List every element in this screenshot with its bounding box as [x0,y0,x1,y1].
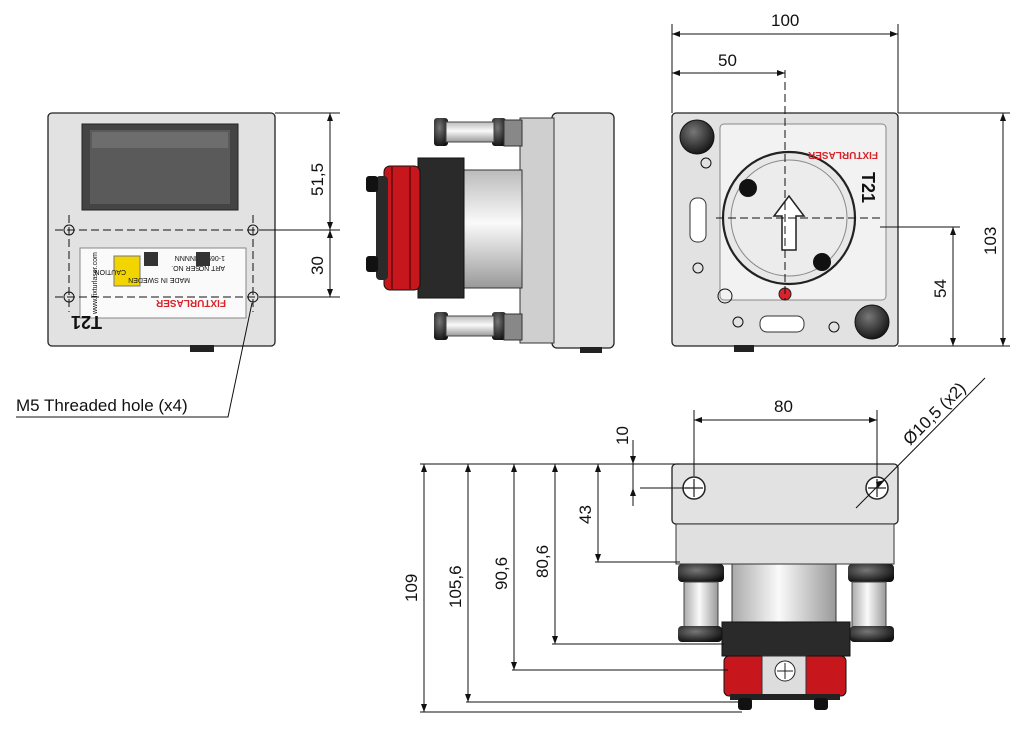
front-ser-label: SER NO. [171,264,200,271]
top-view: FIXTURLASER T21 100 50 103 54 [671,11,1010,352]
product-label [79,247,247,319]
bottom-view: 80 Ø10,5 (x2) 10 43 80,6 90,6 [402,377,986,713]
top-model-text: T21 [858,172,878,203]
dim-109: 109 [402,574,421,602]
dim-103: 103 [981,227,1000,255]
top-brand-text: FIXTURLASER [807,149,878,160]
dim-diameter: Ø10,5 (x2) [899,379,969,449]
dim-51-5: 51,5 [308,163,327,196]
front-foot [190,345,214,352]
dim-30: 30 [308,256,327,275]
front-web-text: www.fixturlaser.com [92,252,99,315]
side-view [366,112,615,353]
threaded-hole-callout: M5 Threaded hole (x4) [16,396,188,415]
dim-100: 100 [771,11,799,30]
dim-54: 54 [931,279,950,298]
front-ser-value: NNNNN [175,254,200,261]
front-caution-text: CAUTION [95,268,127,275]
qr-code-2 [196,252,210,266]
dim-105-6: 105,6 [446,565,465,608]
caution-sticker [113,255,141,287]
front-model-text: T21 [71,312,102,332]
front-view: T21 FIXTURLASER CAUTION www.fixturlaser.… [16,112,340,418]
front-art-label: ART NO. [197,264,225,271]
threaded-holes [55,215,270,312]
dim-90-6: 90,6 [492,557,511,590]
qr-code-1 [144,252,158,266]
dim-80: 80 [774,397,793,416]
front-brand-text: FIXTURLASER [155,297,226,308]
bottom-housing [671,463,899,525]
side-housing [551,112,615,349]
dim-43: 43 [576,505,595,524]
front-made-in: MADE IN SWEDEN [128,276,190,283]
front-art-value: 1-0697 [203,254,225,261]
dial-arrow-icon [772,194,806,251]
dim-80-6: 80,6 [533,545,552,578]
dim-50: 50 [718,51,737,70]
dim-10: 10 [613,426,632,445]
